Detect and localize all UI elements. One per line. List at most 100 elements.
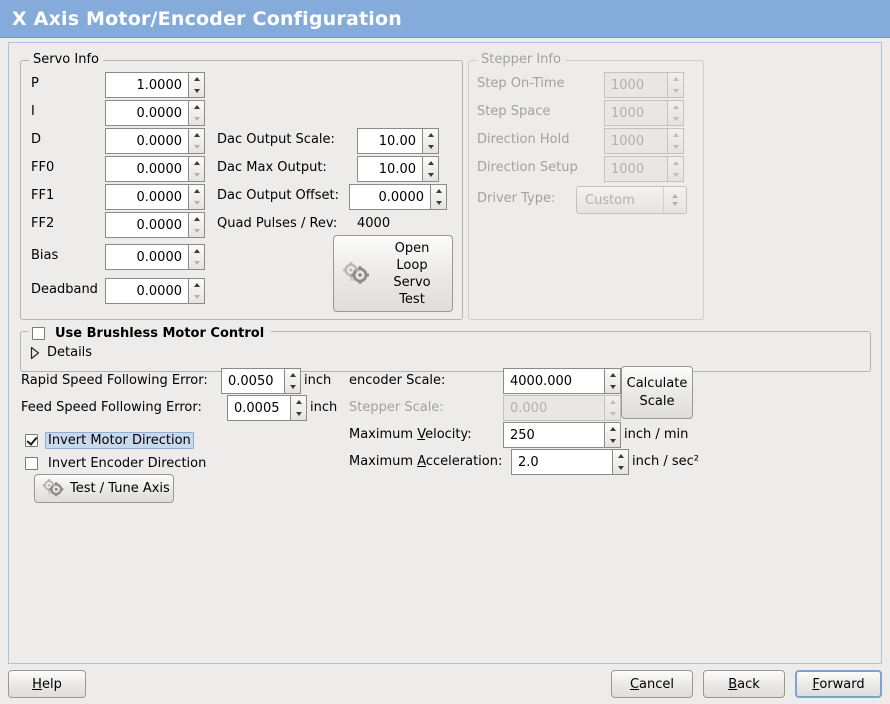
maximum-acceleration-value[interactable]: 2.0	[511, 449, 612, 475]
maximum-acceleration-label-mnemonic: A	[417, 454, 426, 469]
help-button[interactable]: Help	[8, 670, 86, 698]
dac-output-offset-value[interactable]: 0.0000	[349, 184, 430, 210]
dac-output-offset-spinner[interactable]	[430, 184, 447, 210]
back-button[interactable]: Back	[703, 670, 785, 698]
dialog-content-panel: Servo Info P I D FF0 FF1 FF2 Bias Deadba…	[8, 42, 882, 664]
dac-output-scale-value[interactable]: 10.00	[357, 128, 422, 154]
servo-input-ff0-value[interactable]: 0.0000	[105, 156, 188, 182]
maximum-velocity-spinner[interactable]	[604, 422, 621, 448]
maximum-acceleration-label: Maximum Acceleration:	[349, 454, 502, 470]
forward-button[interactable]: Forward	[795, 670, 882, 698]
invert-motor-direction-label: Invert Motor Direction	[45, 431, 194, 449]
servo-input-p[interactable]: 1.0000	[105, 72, 205, 98]
servo-label-ff0: FF0	[31, 160, 55, 175]
use-brushless-motor-control-checkbox[interactable]: Use Brushless Motor Control	[28, 324, 272, 342]
checkbox-box[interactable]	[25, 433, 38, 447]
rapid-following-error-input[interactable]: 0.0050	[221, 368, 301, 394]
help-mnemonic: H	[32, 676, 42, 692]
servo-input-ff1[interactable]: 0.0000	[105, 184, 205, 210]
servo-input-ff1-value[interactable]: 0.0000	[105, 184, 188, 210]
help-label: Help	[32, 677, 62, 692]
invert-encoder-direction-checkbox[interactable]: Invert Encoder Direction	[25, 454, 209, 472]
servo-input-ff2-spinner[interactable]	[188, 212, 205, 238]
driver-type-select: Custom	[576, 186, 687, 214]
dac-max-output-input[interactable]: 10.00	[357, 156, 439, 182]
invert-motor-direction-checkbox[interactable]: Invert Motor Direction	[25, 431, 194, 449]
stepper-scale-label: Stepper Scale:	[349, 400, 444, 415]
servo-info-group: Servo Info	[20, 53, 463, 320]
open-loop-servo-test-label: Open Loop Servo Test	[372, 240, 452, 308]
stepper-scale-spinner	[604, 395, 621, 421]
maximum-velocity-label: Maximum Velocity:	[349, 427, 472, 443]
stepper-label-step-on-time: Step On-Time	[477, 76, 565, 91]
page-title: X Axis Motor/Encoder Configuration	[12, 8, 402, 30]
dac-output-scale-input[interactable]: 10.00	[357, 128, 439, 154]
servo-input-deadband-value[interactable]: 0.0000	[105, 278, 188, 304]
encoder-scale-spinner[interactable]	[604, 368, 621, 394]
servo-input-d[interactable]: 0.0000	[105, 128, 205, 154]
open-loop-line-2: Loop	[396, 257, 428, 273]
servo-input-ff2[interactable]: 0.0000	[105, 212, 205, 238]
servo-input-p-value[interactable]: 1.0000	[105, 72, 188, 98]
servo-input-ff1-spinner[interactable]	[188, 184, 205, 210]
chevron-updown-icon	[663, 187, 686, 213]
servo-input-ff2-value[interactable]: 0.0000	[105, 212, 188, 238]
feed-following-error-value[interactable]: 0.0005	[227, 395, 290, 421]
open-loop-line-3: Servo	[393, 274, 431, 290]
feed-following-error-label: Feed Speed Following Error:	[21, 400, 202, 415]
checkbox-box[interactable]	[32, 326, 45, 340]
gears-icon	[40, 478, 66, 499]
maximum-velocity-value[interactable]: 250	[503, 422, 604, 448]
driver-type-value: Custom	[585, 192, 635, 208]
checkbox-box[interactable]	[25, 456, 38, 470]
encoder-scale-value[interactable]: 4000.000	[503, 368, 604, 394]
test-tune-axis-label: Test / Tune Axis	[70, 481, 170, 496]
stepper-label-direction-setup: Direction Setup	[477, 160, 578, 175]
stepper-info-legend: Stepper Info	[477, 53, 565, 67]
rapid-following-error-spinner[interactable]	[284, 368, 301, 394]
open-loop-line-1: Open	[394, 240, 430, 256]
dac-max-output-spinner[interactable]	[422, 156, 439, 182]
feed-following-error-spinner[interactable]	[290, 395, 307, 421]
dac-output-offset-input[interactable]: 0.0000	[349, 184, 447, 210]
servo-input-p-spinner[interactable]	[188, 72, 205, 98]
rapid-following-error-value[interactable]: 0.0050	[221, 368, 284, 394]
stepper-info-group: Stepper Info	[468, 53, 704, 320]
servo-input-d-value[interactable]: 0.0000	[105, 128, 188, 154]
servo-input-bias-value[interactable]: 0.0000	[105, 244, 188, 270]
encoder-scale-input[interactable]: 4000.000	[503, 368, 621, 394]
cancel-button[interactable]: Cancel	[611, 670, 693, 698]
open-loop-line-4: Test	[399, 291, 425, 307]
servo-input-bias-spinner[interactable]	[188, 244, 205, 270]
servo-input-i-spinner[interactable]	[188, 100, 205, 126]
stepper-input-direction-hold: 1000	[604, 128, 684, 154]
quad-pulses-label: Quad Pulses / Rev:	[217, 216, 338, 231]
servo-input-ff0[interactable]: 0.0000	[105, 156, 205, 182]
servo-input-i[interactable]: 0.0000	[105, 100, 205, 126]
stepper-label-step-space: Step Space	[477, 104, 551, 119]
maximum-acceleration-spinner[interactable]	[612, 449, 629, 475]
stepper-input-direction-setup: 1000	[604, 156, 684, 182]
servo-input-ff0-spinner[interactable]	[188, 156, 205, 182]
calculate-scale-button[interactable]: Calculate Scale	[621, 366, 693, 419]
open-loop-servo-test-button[interactable]: Open Loop Servo Test	[333, 235, 453, 312]
details-expander[interactable]: Details	[29, 345, 92, 360]
maximum-acceleration-input[interactable]: 2.0	[511, 449, 629, 475]
dac-max-output-label: Dac Max Output:	[217, 160, 327, 175]
servo-label-p: P	[31, 76, 39, 91]
maximum-velocity-input[interactable]: 250	[503, 422, 621, 448]
servo-input-d-spinner[interactable]	[188, 128, 205, 154]
test-tune-axis-button[interactable]: Test / Tune Axis	[34, 474, 174, 503]
maximum-velocity-label-pre: Maximum	[349, 427, 418, 442]
chevron-right-icon[interactable]	[29, 346, 41, 360]
dac-max-output-value[interactable]: 10.00	[357, 156, 422, 182]
calculate-scale-line-2: Scale	[639, 393, 675, 409]
servo-input-i-value[interactable]: 0.0000	[105, 100, 188, 126]
forward-post: orward	[819, 676, 865, 692]
servo-label-bias: Bias	[31, 248, 59, 263]
servo-input-deadband-spinner[interactable]	[188, 278, 205, 304]
dac-output-scale-spinner[interactable]	[422, 128, 439, 154]
servo-input-deadband[interactable]: 0.0000	[105, 278, 205, 304]
feed-following-error-input[interactable]: 0.0005	[227, 395, 307, 421]
servo-input-bias[interactable]: 0.0000	[105, 244, 205, 270]
